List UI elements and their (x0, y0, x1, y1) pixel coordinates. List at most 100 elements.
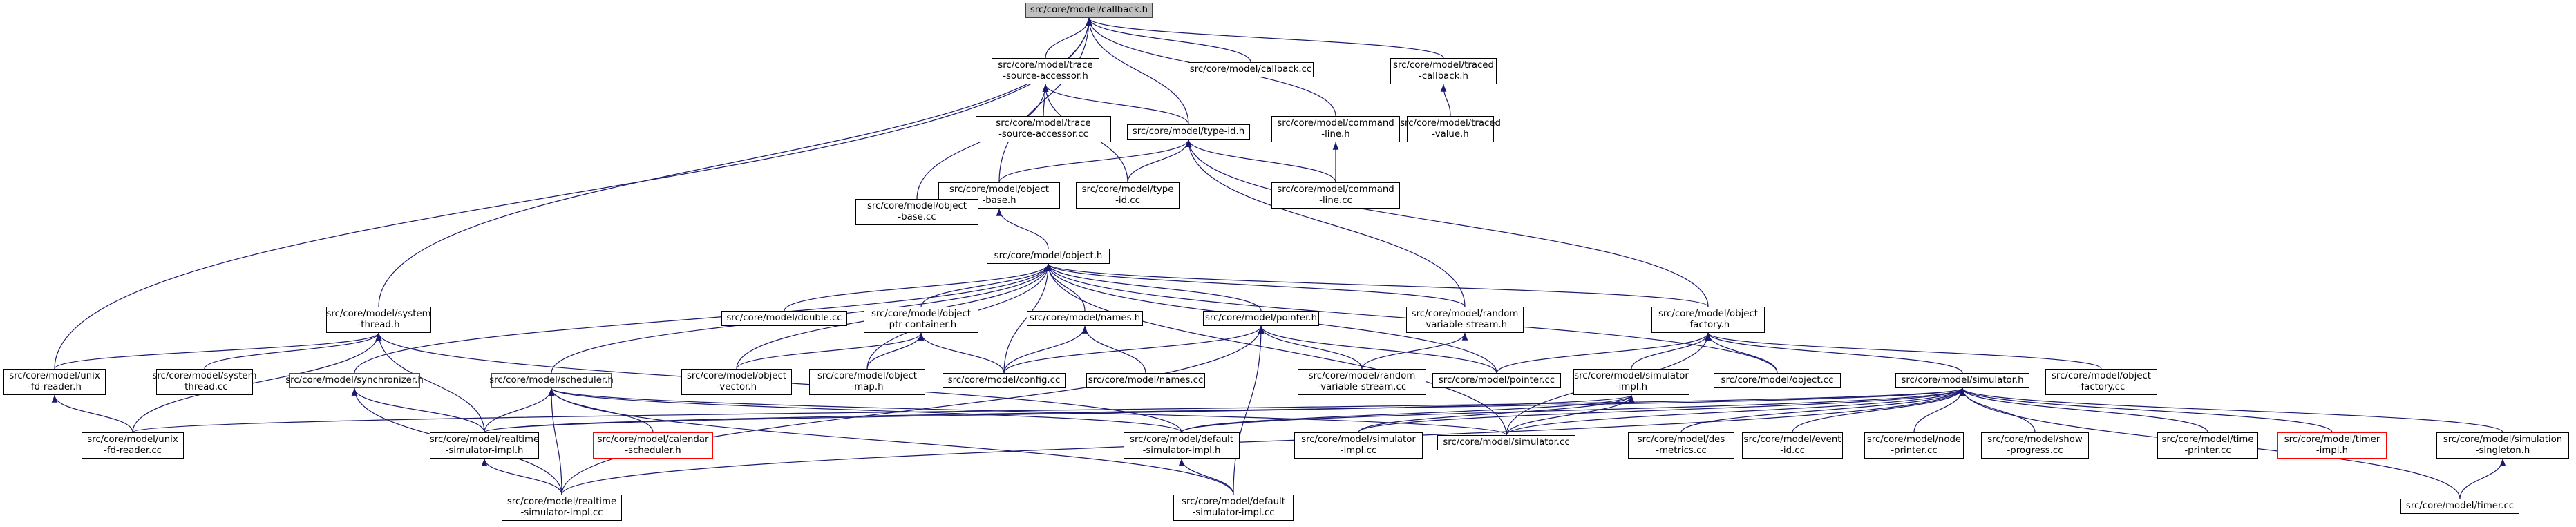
node-pointer-h[interactable]: src/core/model/pointer.h (1203, 311, 1319, 326)
node-label-line: -factory.cc (2077, 382, 2125, 392)
node-command-line-cc[interactable]: src/core/model/command-line.cc (1271, 182, 1400, 209)
edge-default_impl_h-to-simulator_impl_h (1181, 394, 1635, 433)
edge-simulator_impl_h-to-object_factory_h (1631, 332, 1712, 370)
node-label-line: -printer.cc (1891, 445, 1938, 456)
node-label-line: -singleton.h (2475, 445, 2530, 456)
node-des-metrics-cc[interactable]: src/core/model/des-metrics.cc (1628, 432, 1734, 459)
node-object-factory-cc[interactable]: src/core/model/object-factory.cc (2045, 369, 2157, 395)
node-random-stream-h[interactable]: src/core/model/random-variable-stream.h (1406, 307, 1524, 333)
node-label-line: src/core/model/trace (998, 60, 1093, 70)
node-label-line: src/core/model/default (1130, 434, 1233, 445)
node-label-line: src/core/model/pointer.cc (1438, 375, 1555, 385)
edge-random_stream_h-to-object_h (1045, 263, 1466, 307)
node-label-line: src/core/model/random (1411, 309, 1519, 319)
node-label-line: -impl.h (2315, 445, 2349, 456)
node-label-line: -ptr-container.h (885, 320, 957, 330)
node-object-cc[interactable]: src/core/model/object.cc (1714, 373, 1841, 388)
node-simulation-singleton-h[interactable]: src/core/model/simulation-singleton.h (2436, 432, 2569, 459)
edge-realtime_impl_h-to-simulator_h (484, 387, 1965, 433)
node-label-line: -line.cc (1319, 195, 1352, 206)
edge-unix_fd_reader_h-to-callback_h (54, 17, 1092, 370)
node-show-progress-cc[interactable]: src/core/model/show-progress.cc (1981, 432, 2089, 459)
node-label-line: src/core/model/simulator.h (1901, 375, 2024, 385)
node-unix-fd-reader-h[interactable]: src/core/model/unix-fd-reader.h (3, 369, 106, 395)
node-label-line: -id.cc (1115, 195, 1140, 206)
node-system-thread-cc[interactable]: src/core/model/system-thread.cc (152, 369, 257, 395)
node-label-line: src/core/model/system (326, 309, 431, 319)
edge-default_impl_h-to-simulator_h (1181, 387, 1965, 433)
node-label-line: src/core/model/time (2161, 434, 2254, 445)
node-trace-accessor-h[interactable]: src/core/model/trace-source-accessor.h (992, 58, 1099, 84)
edge-type_id_h-to-trace_accessor_h (1042, 84, 1189, 125)
node-object-vector-h[interactable]: src/core/model/object-vector.h (681, 369, 792, 395)
node-type-id-h[interactable]: src/core/model/type-id.h (1127, 124, 1250, 140)
node-default-impl-cc[interactable]: src/core/model/default-simulator-impl.cc (1173, 495, 1294, 521)
node-label-line: src/core/model/names.h (1029, 313, 1141, 323)
node-timer-cc[interactable]: src/core/model/timer.cc (2400, 499, 2519, 514)
node-label-line: -impl.h (1615, 382, 1648, 392)
node-command-line-h[interactable]: src/core/model/command-line.h (1271, 116, 1400, 142)
node-object-h[interactable]: src/core/model/object.h (987, 249, 1110, 264)
node-timer-impl-h[interactable]: src/core/model/timer-impl.h (2277, 432, 2387, 459)
node-callback-cc[interactable]: src/core/model/callback.cc (1188, 62, 1314, 77)
edge-unix_fd_reader_h-to-system_thread_h (54, 332, 382, 370)
node-event-id-cc[interactable]: src/core/model/event-id.cc (1742, 432, 1843, 459)
node-label-line: -value.h (1432, 129, 1469, 140)
node-config-cc[interactable]: src/core/model/config.cc (943, 373, 1066, 388)
node-label-line: -factory.h (1686, 320, 1730, 330)
node-random-stream-cc[interactable]: src/core/model/random-variable-stream.cc (1298, 369, 1426, 395)
node-traced-value-h[interactable]: src/core/model/traced-value.h (1400, 116, 1501, 142)
node-simulator-impl-cc[interactable]: src/core/model/simulator-impl.cc (1294, 432, 1423, 459)
node-label-line: src/core/model/object (871, 309, 972, 319)
node-label-line: -simulator-impl.h (1142, 445, 1221, 456)
node-label-line: -thread.cc (181, 382, 228, 392)
node-synchronizer-h[interactable]: src/core/model/synchronizer.h (285, 373, 424, 388)
node-label-line: src/core/model/timer (2284, 434, 2380, 445)
node-unix-fd-reader-cc[interactable]: src/core/model/unix-fd-reader.cc (82, 432, 184, 459)
edge-realtime_impl_h-to-simulator_impl_h (484, 394, 1634, 433)
node-label-line: src/core/model/callback.cc (1189, 64, 1312, 75)
node-double-cc[interactable]: src/core/model/double.cc (721, 311, 847, 326)
node-label-line: src/core/model/realtime (506, 497, 617, 507)
edge-realtime_impl_cc-to-scheduler_h (548, 387, 562, 495)
node-names-h[interactable]: src/core/model/names.h (1027, 311, 1143, 326)
node-label-line: src/core/model/event (1743, 434, 1841, 445)
node-names-cc[interactable]: src/core/model/names.cc (1086, 373, 1205, 388)
node-label-line: src/core/model/timer.cc (2405, 501, 2515, 511)
node-realtime-impl-cc[interactable]: src/core/model/realtime-simulator-impl.c… (502, 495, 622, 521)
node-label-line: src/core/model/double.cc (726, 313, 842, 323)
node-callback-h[interactable]: src/core/model/callback.h (1025, 3, 1153, 18)
edge-timer_impl_h-to-simulator_h (1959, 387, 2333, 433)
edge-realtime_impl_cc-to-realtime_impl_h (481, 458, 562, 495)
node-default-impl-h[interactable]: src/core/model/default-simulator-impl.h (1124, 432, 1240, 459)
node-traced-callback-h[interactable]: src/core/model/traced-callback.h (1390, 58, 1497, 84)
node-simulator-h[interactable]: src/core/model/simulator.h (1895, 373, 2029, 388)
node-label-line: src/core/model/names.cc (1088, 375, 1204, 385)
node-pointer-cc[interactable]: src/core/model/pointer.cc (1432, 373, 1561, 388)
edge-realtime_impl_cc-to-pointer_h (561, 325, 1265, 495)
edge-simulator_cc-to-simulator_impl_h (1506, 394, 1635, 436)
node-object-factory-h[interactable]: src/core/model/object-factory.h (1651, 307, 1765, 333)
node-realtime-impl-h[interactable]: src/core/model/realtime-simulator-impl.h (430, 432, 539, 459)
node-calendar-scheduler-h[interactable]: src/core/model/calendar-scheduler.h (593, 432, 713, 459)
edge-object_vector_h-to-ptr_container_h (736, 332, 925, 370)
node-system-thread-h[interactable]: src/core/model/system-thread.h (326, 307, 431, 333)
node-scheduler-h[interactable]: src/core/model/scheduler.h (489, 373, 614, 388)
node-object-map-h[interactable]: src/core/model/object-map.h (809, 369, 925, 395)
node-ptr-container-h[interactable]: src/core/model/object-ptr-container.h (864, 307, 978, 333)
node-object-base-h[interactable]: src/core/model/object-base.h (938, 182, 1060, 209)
edge-command_line_cc-to-type_id_h (1185, 139, 1336, 183)
node-trace-accessor-cc[interactable]: src/core/model/trace-source-accessor.cc (976, 116, 1111, 142)
edge-config_cc-to-object_h (1003, 263, 1052, 374)
node-time-printer-cc[interactable]: src/core/model/time-printer.cc (2157, 432, 2258, 459)
edge-des_metrics_cc-to-simulator_h (1680, 387, 1966, 433)
node-simulator-cc[interactable]: src/core/model/simulator.cc (1437, 435, 1575, 450)
node-object-base-cc[interactable]: src/core/model/object-base.cc (855, 199, 978, 225)
edge-type_id_cc-to-type_id_h (1127, 139, 1192, 183)
node-simulator-impl-h[interactable]: src/core/model/simulator-impl.h (1573, 369, 1689, 395)
node-label-line: -base.h (982, 195, 1016, 206)
node-node-printer-cc[interactable]: src/core/model/node-printer.cc (1864, 432, 1964, 459)
node-label-line: src/core/model/calendar (597, 434, 709, 445)
node-type-id-cc[interactable]: src/core/model/type-id.cc (1076, 182, 1180, 209)
edge-pointer_cc-to-pointer_h (1258, 325, 1497, 374)
